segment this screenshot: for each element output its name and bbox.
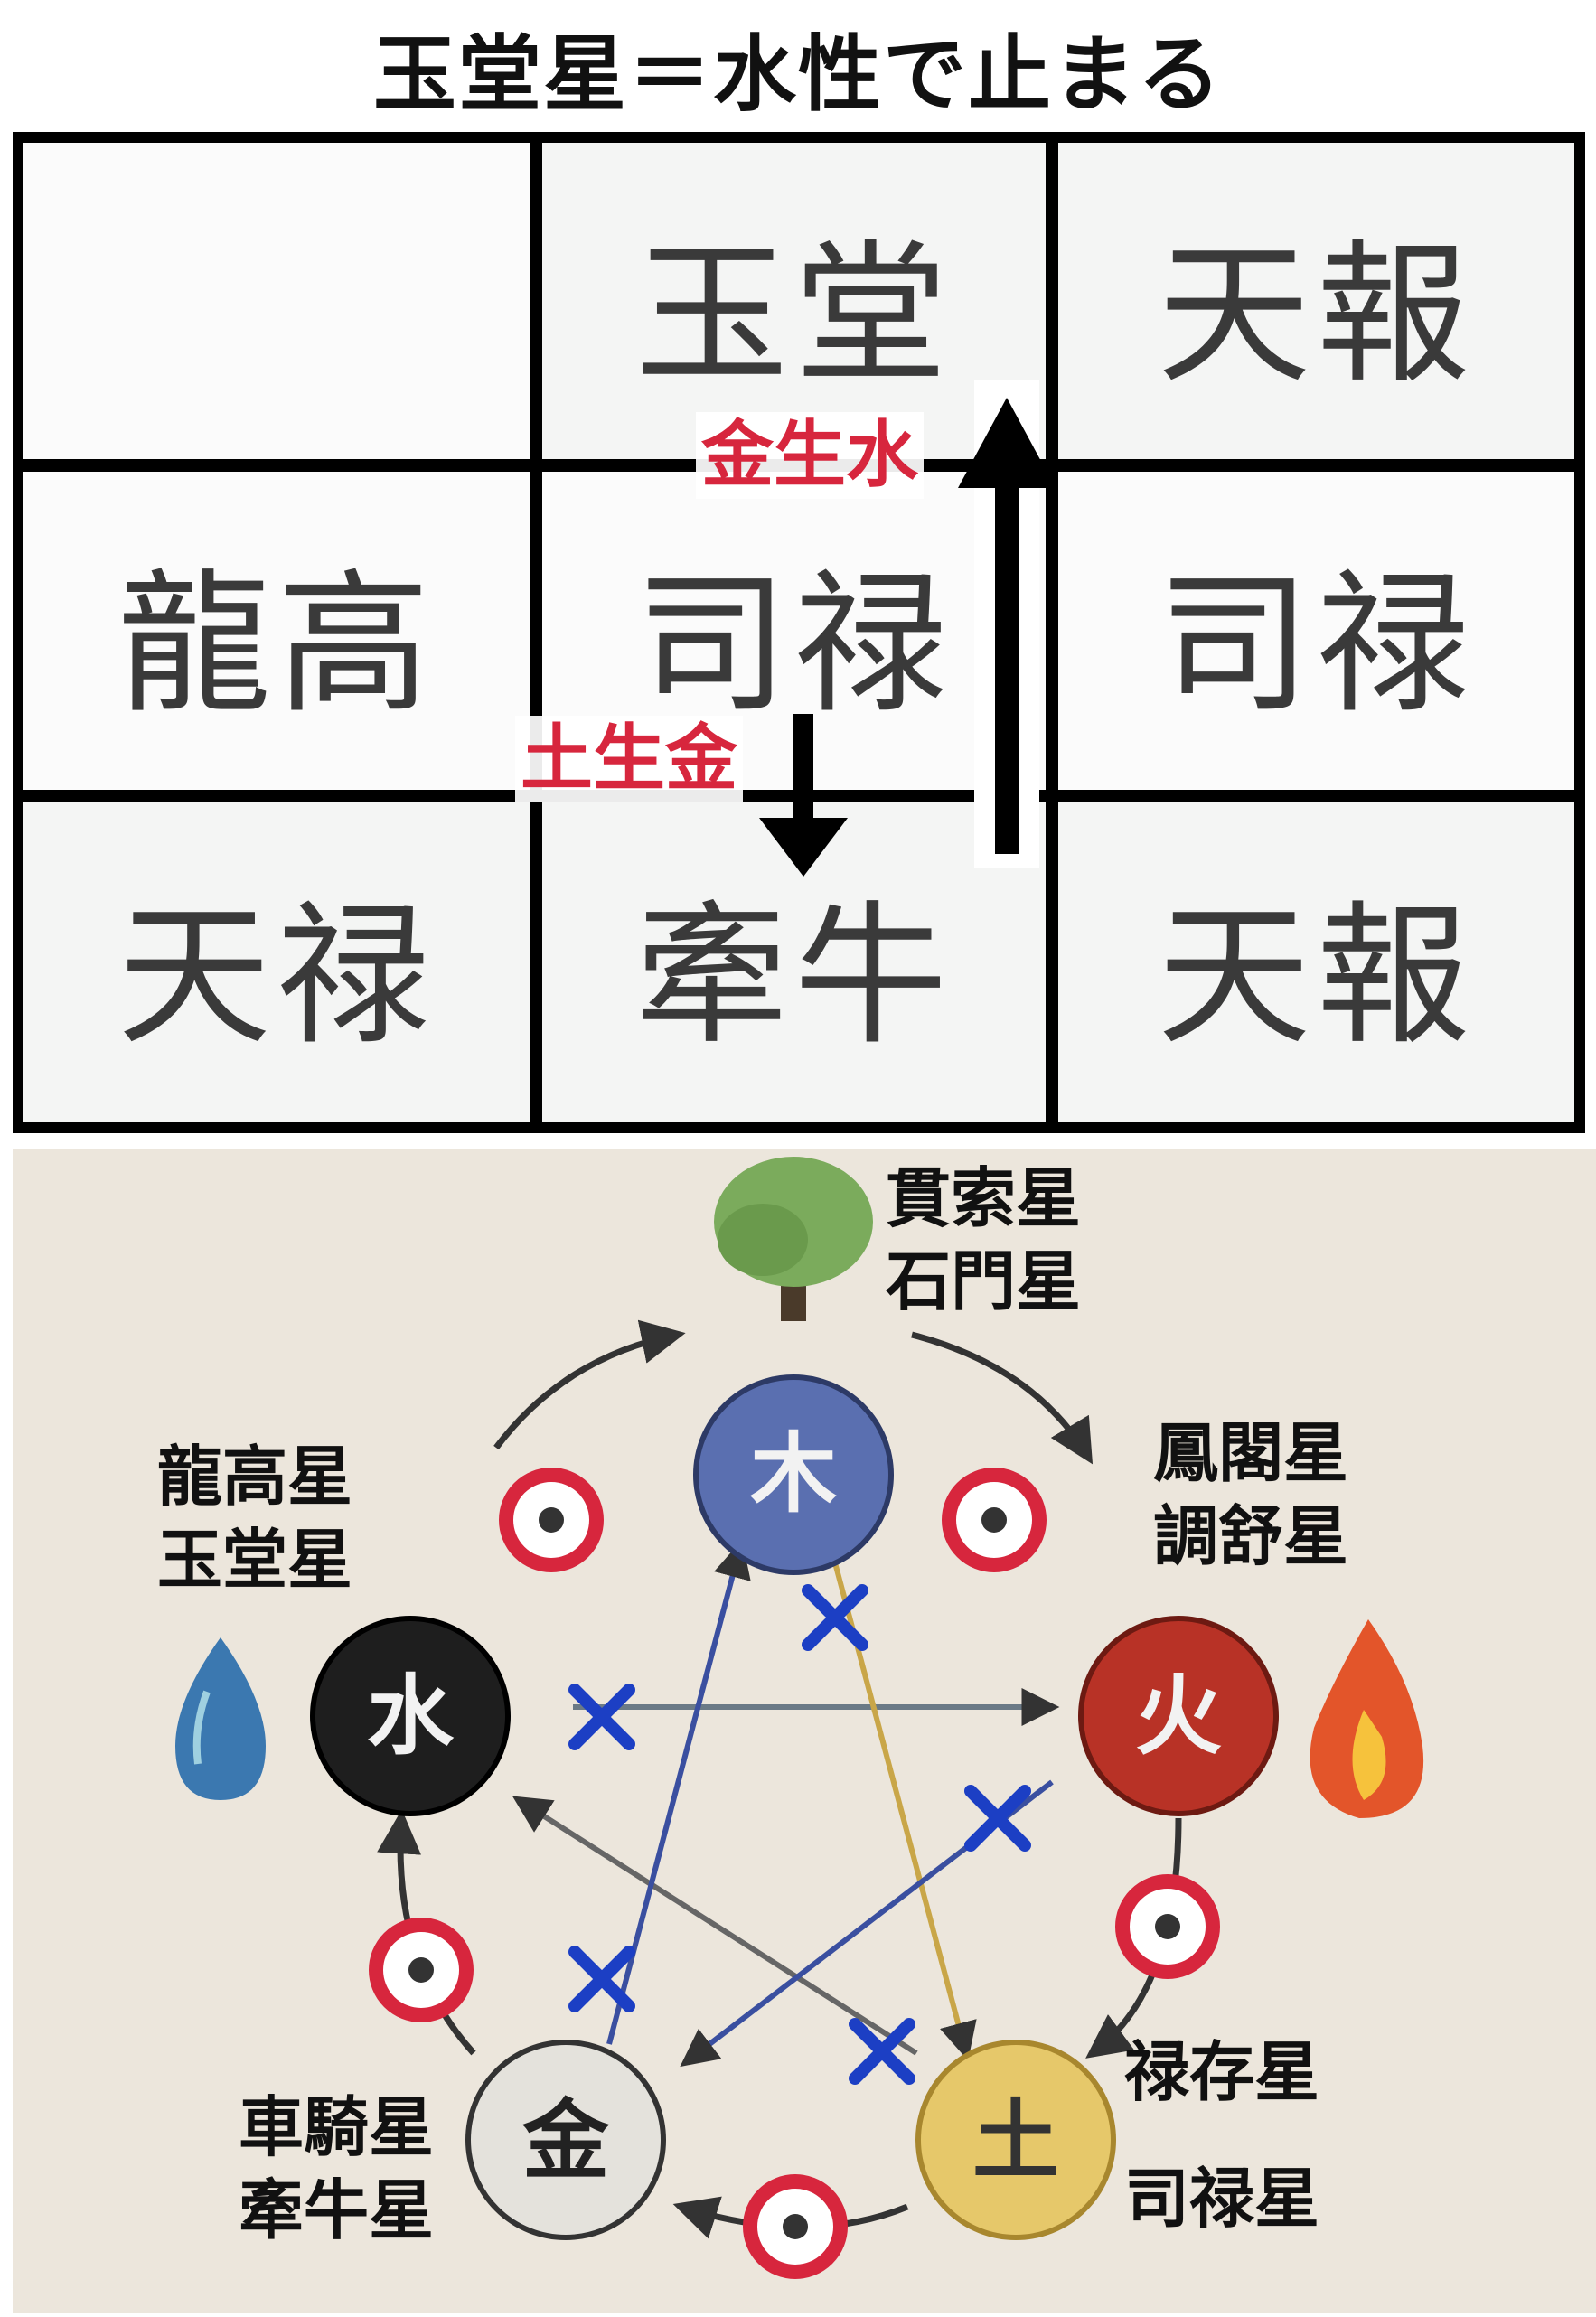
star-label: 龍高星 — [157, 1439, 353, 1515]
wood-stars: 貫索星 石門星 — [886, 1157, 1081, 1323]
arrow-up — [958, 380, 1056, 868]
grid-cell-top-center: 玉堂 — [542, 143, 1046, 459]
element-fire-glyph: 火 — [1135, 1665, 1222, 1767]
wuxing-svg: 木 火 土 金 水 — [175, 1157, 1424, 2279]
star-label: 石門星 — [886, 1243, 1082, 1319]
star-label: 車騎星 — [239, 2089, 435, 2165]
grid-cell-bottom-center: 牽牛 — [542, 802, 1046, 1122]
element-earth: 土 — [915, 2040, 1116, 2240]
earth-stars: 禄存星 司禄星 — [1124, 2031, 1319, 2240]
star-label: 禄存星 — [1124, 2034, 1320, 2110]
controlling-mark — [964, 1785, 1031, 1852]
label-metal-generates-water: 金生水 — [696, 412, 924, 499]
page-title: 玉堂星＝水性で止まる — [372, 26, 1223, 123]
element-earth-glyph: 土 — [972, 2090, 1059, 2191]
element-water: 水 — [310, 1616, 511, 1816]
generating-marks — [369, 1468, 1220, 2279]
metal-stars: 車騎星 牽牛星 — [239, 2086, 434, 2252]
tree-icon — [714, 1157, 873, 1321]
controlling-marks — [568, 1584, 1031, 2085]
star-label: 玉堂星 — [157, 1522, 353, 1598]
arrow-down — [759, 714, 848, 877]
flame-icon — [1310, 1619, 1424, 1818]
fire-stars: 鳳閣星 調舒星 — [1153, 1412, 1348, 1578]
grid-cell-top-right: 天報 — [1058, 143, 1574, 459]
grid-cell-bottom-left: 天禄 — [23, 802, 530, 1122]
grid-cell-top-left — [23, 143, 530, 459]
grid-cell-middle-left: 龍高 — [23, 472, 530, 790]
label-earth-generates-metal: 土生金 — [515, 716, 743, 802]
element-metal: 金 — [465, 2040, 666, 2240]
element-wood-glyph: 木 — [750, 1423, 837, 1524]
meishiki-grid: 玉堂 天報 龍高 司禄 司禄 天禄 牽牛 天報 — [13, 132, 1585, 1133]
star-label: 調舒星 — [1153, 1498, 1349, 1574]
grid-arrows — [759, 380, 1056, 877]
element-fire: 火 — [1078, 1616, 1279, 1816]
water-drop-icon — [175, 1637, 266, 1800]
star-label: 鳳閣星 — [1153, 1415, 1349, 1491]
star-label: 司禄星 — [1124, 2161, 1320, 2237]
element-metal-glyph: 金 — [521, 2090, 610, 2191]
star-label: 牽牛星 — [239, 2172, 435, 2248]
grid-cell-middle-right: 司禄 — [1058, 472, 1574, 790]
controlling-mark — [568, 1946, 635, 2012]
controlling-mark — [849, 2018, 915, 2085]
controlling-mark — [568, 1684, 635, 1750]
element-wood: 木 — [693, 1374, 894, 1575]
wuxing-diagram: 木 火 土 金 水 — [13, 1149, 1596, 2313]
grid-cell-bottom-right: 天報 — [1058, 802, 1574, 1122]
star-label: 貫索星 — [886, 1160, 1082, 1236]
element-water-glyph: 水 — [367, 1665, 455, 1767]
water-stars: 龍高星 玉堂星 — [157, 1435, 352, 1601]
controlling-mark — [802, 1584, 868, 1651]
